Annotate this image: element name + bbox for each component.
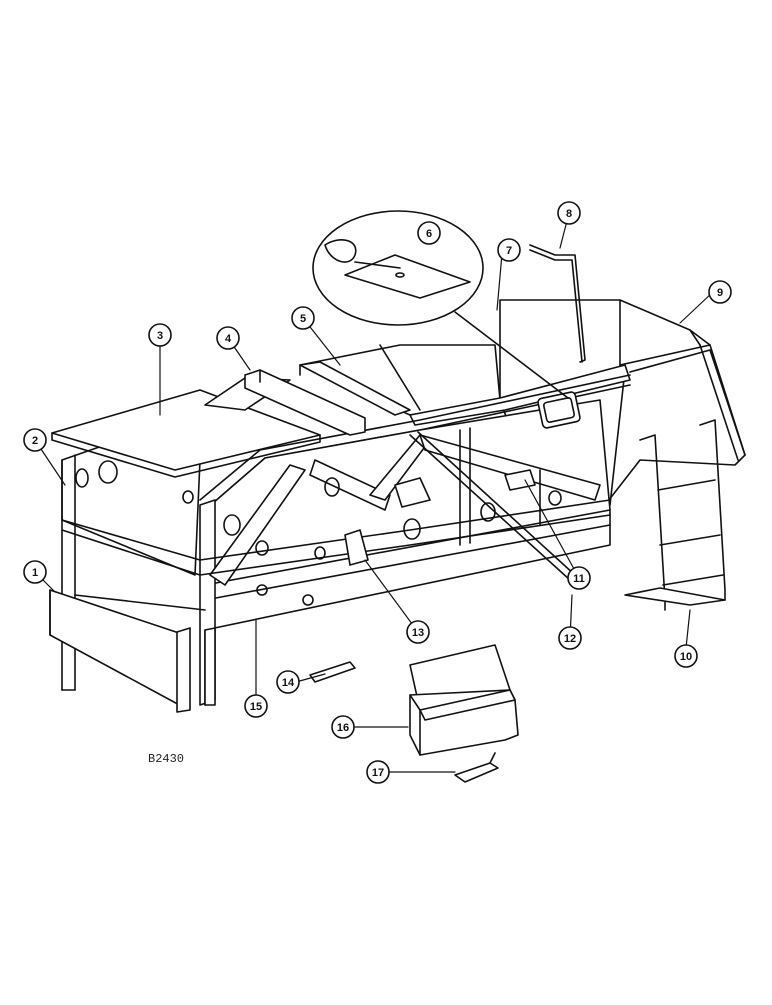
svg-text:16: 16 [337,722,349,734]
ladder [624,419,726,611]
svg-text:7: 7 [506,245,512,257]
callout-5[interactable]: 5 [291,306,315,330]
svg-text:4: 4 [225,333,232,345]
svg-text:11: 11 [573,573,585,585]
callout-4[interactable]: 4 [216,326,240,350]
callout-12[interactable]: 12 [558,626,582,650]
callout-10[interactable]: 10 [674,644,698,668]
svg-text:17: 17 [372,767,384,779]
callout-15[interactable]: 15 [244,694,268,718]
svg-text:5: 5 [300,313,306,325]
callout-3[interactable]: 3 [148,323,172,347]
callout-2[interactable]: 2 [23,428,47,452]
tool-box [409,644,519,756]
svg-text:14: 14 [282,677,295,689]
callout-14[interactable]: 14 [276,670,300,694]
drawing-code: B2430 [148,752,184,766]
svg-text:12: 12 [564,633,576,645]
callout-16[interactable]: 16 [331,715,355,739]
callout-7[interactable]: 7 [497,238,521,262]
small-brackets [309,661,499,783]
channel-and-cover [204,361,411,436]
svg-text:3: 3 [157,330,163,342]
svg-text:9: 9 [717,287,723,299]
callout-8[interactable]: 8 [557,201,581,225]
svg-text:6: 6 [426,228,432,240]
callout-6[interactable]: 6 [417,221,441,245]
inspection-windows [537,391,581,429]
svg-text:1: 1 [32,567,38,579]
svg-text:2: 2 [32,435,38,447]
svg-text:8: 8 [566,208,572,220]
detail-view [312,210,569,399]
callout-9[interactable]: 9 [708,280,732,304]
svg-text:15: 15 [250,701,262,713]
svg-text:10: 10 [680,651,692,663]
callout-1[interactable]: 1 [23,560,47,584]
callouts: 1 2 3 4 5 6 7 8 9 10 11 12 13 14 15 16 1… [23,201,732,784]
callout-11[interactable]: 11 [567,566,591,590]
svg-text:13: 13 [412,627,424,639]
stay-rods [409,431,576,581]
top-cover-panel [51,389,321,478]
callout-13[interactable]: 13 [406,620,430,644]
grab-handle [529,244,586,363]
callout-17[interactable]: 17 [366,760,390,784]
